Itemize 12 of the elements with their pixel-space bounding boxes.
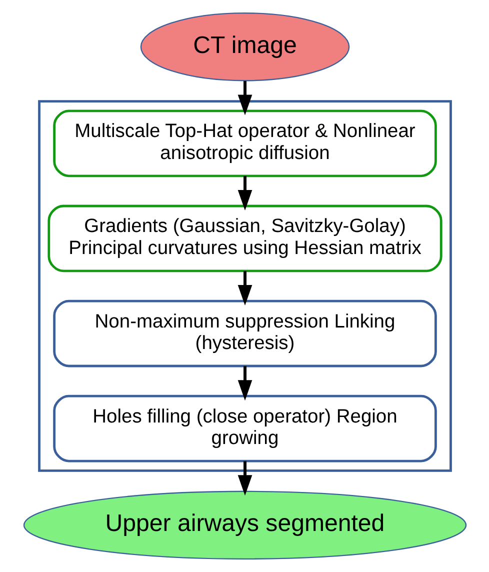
node-box: Gradients (Gaussian, Savitzky-Golay) Principal curvatures using Hessian matrix xyxy=(47,204,442,272)
node-ellipse: CT image xyxy=(140,12,350,82)
cluster xyxy=(38,100,452,472)
arrow xyxy=(237,176,252,210)
node-box: Holes filling (close operator) Region growing xyxy=(52,394,436,462)
arrow xyxy=(237,271,252,306)
node-ellipse: Upper airways segmented xyxy=(22,490,466,560)
node-box: Non-maximum suppression Linking (hysteresis) xyxy=(52,300,436,368)
arrow xyxy=(237,366,252,401)
node-box: Multiscale Top-Hat operator & Nonlinear anisotropic diffusion xyxy=(52,110,436,178)
arrow xyxy=(237,81,252,116)
arrow xyxy=(237,461,252,496)
